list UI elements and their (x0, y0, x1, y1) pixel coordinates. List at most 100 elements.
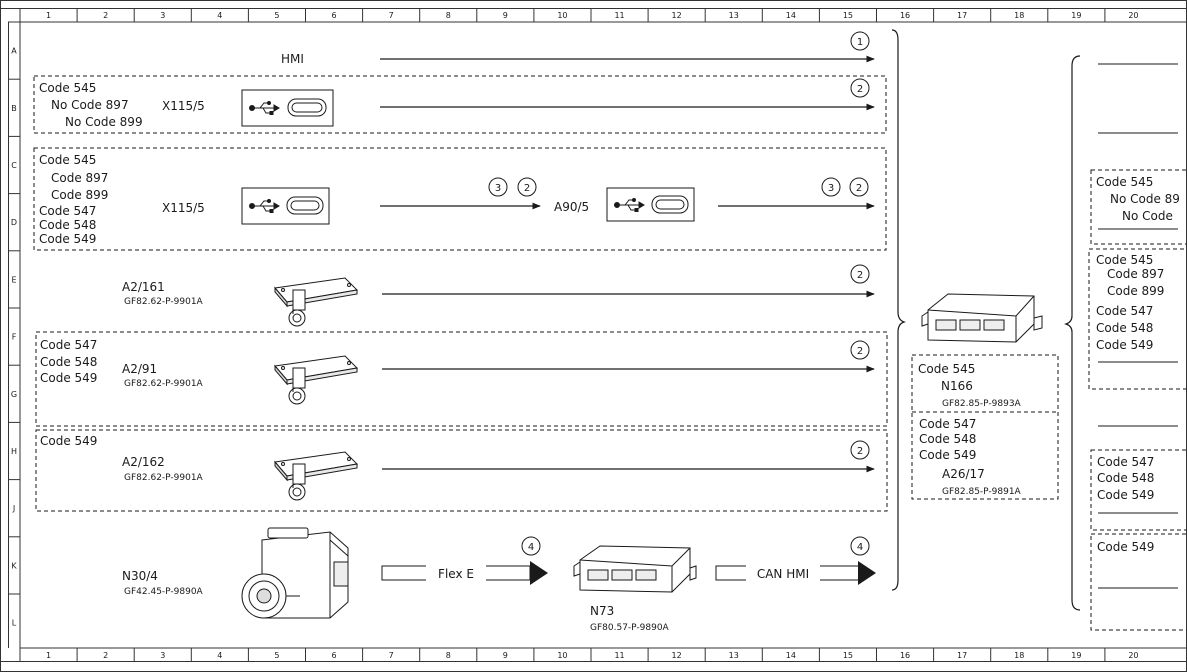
column-number: 12 (672, 651, 682, 660)
svg-text:2: 2 (857, 446, 863, 457)
column-number: 12 (672, 11, 682, 20)
code-b-1: No Code 897 (51, 98, 129, 112)
far-code-2-1: Code 897 (1107, 267, 1164, 281)
column-number: 6 (332, 651, 337, 660)
far-box-1 (1090, 169, 1187, 245)
x115-label-b: X115/5 (162, 99, 205, 113)
column-number: 13 (729, 651, 739, 660)
svg-text:2: 2 (857, 84, 863, 95)
row-letter: G (11, 390, 17, 399)
column-number: 1 (46, 11, 51, 20)
row-letter: K (11, 561, 17, 570)
a26-label: A26/17 (942, 467, 985, 481)
far-box-3 (1090, 449, 1187, 531)
svg-text:2: 2 (856, 183, 862, 194)
row-letter: F (12, 333, 17, 342)
row-letter: C (11, 161, 17, 170)
svg-text:2: 2 (857, 270, 863, 281)
far-code-3-1: Code 548 (1097, 471, 1154, 485)
n30-ref: GF42.45-P-9890A (124, 587, 204, 597)
right-code-1: Code 547 (919, 417, 976, 431)
column-number: 3 (160, 651, 165, 660)
column-number: 10 (557, 651, 567, 660)
n30-label: N30/4 (122, 569, 158, 583)
code-cd-2: Code 899 (51, 188, 108, 202)
row-letter: A (11, 47, 17, 56)
right-code-box (911, 354, 1059, 500)
circle-number-b: 2 (850, 78, 870, 98)
row-letter: L (12, 619, 17, 628)
row-letter: D (11, 218, 17, 227)
column-number: 11 (614, 651, 624, 660)
circle-number-e: 2 (850, 264, 870, 284)
far-code-1-2: No Code (1122, 209, 1173, 223)
column-number: 18 (1014, 651, 1024, 660)
column-number: 1 (46, 651, 51, 660)
far-box-4 (1090, 533, 1187, 631)
column-number: 16 (900, 651, 910, 660)
circle-number-fg: 2 (850, 340, 870, 360)
circle-number-hmi: 1 (850, 31, 870, 51)
column-number: 3 (160, 11, 165, 20)
code-b-0: Code 545 (39, 81, 96, 95)
code-cd-3: Code 547 (39, 204, 96, 218)
group-cd-box (33, 147, 887, 251)
svg-text:1: 1 (857, 37, 863, 48)
far-brace (1064, 55, 1081, 611)
usb-connector-icon (241, 89, 334, 127)
antenna-module-icon (274, 451, 359, 501)
column-number: 20 (1128, 11, 1138, 20)
head-unit-icon (921, 293, 1043, 343)
column-number: 17 (957, 11, 967, 20)
antenna-module-icon (274, 355, 359, 405)
column-number: 14 (786, 11, 796, 20)
svg-text:3: 3 (828, 183, 834, 194)
column-number: 17 (957, 651, 967, 660)
column-number: 19 (1071, 11, 1081, 20)
column-number: 16 (900, 11, 910, 20)
column-number: 2 (103, 11, 108, 20)
antenna-module-icon (274, 277, 359, 327)
code-hj-0: Code 549 (40, 434, 97, 448)
inner-frame (19, 21, 1187, 649)
n73-control-unit-icon (573, 545, 697, 593)
can-hmi-label: CAN HMI (757, 567, 809, 581)
column-number: 5 (274, 651, 279, 660)
right-code-0: Code 545 (918, 362, 975, 376)
code-cd-1: Code 897 (51, 171, 108, 185)
column-number: 4 (217, 651, 222, 660)
column-number: 2 (103, 651, 108, 660)
code-fg-2: Code 549 (40, 371, 97, 385)
a90-label: A90/5 (554, 200, 589, 214)
circle-number-cd-mid-b: 2 (517, 177, 537, 197)
n166-label: N166 (941, 379, 973, 393)
column-number: 7 (389, 651, 394, 660)
group-brace (891, 29, 906, 591)
a2-91-ref: GF82.62-P-9901A (124, 379, 204, 389)
row-letter: E (11, 275, 16, 284)
svg-text:2: 2 (857, 346, 863, 357)
code-b-2: No Code 899 (65, 115, 143, 129)
row-letter: H (11, 447, 17, 456)
column-number: 5 (274, 11, 279, 20)
circle-number-flex: 4 (521, 536, 541, 556)
svg-text:2: 2 (524, 183, 530, 194)
column-number: 8 (446, 11, 451, 20)
svg-text:4: 4 (857, 542, 863, 553)
group-fg-box (35, 331, 888, 427)
column-number: 14 (786, 651, 796, 660)
column-number: 18 (1014, 11, 1024, 20)
usb-connector-icon (241, 187, 330, 225)
a2-91-label: A2/91 (122, 362, 157, 376)
x115-label-cd: X115/5 (162, 201, 205, 215)
far-code-3-2: Code 549 (1097, 488, 1154, 502)
hmi-label: HMI (281, 52, 304, 66)
code-fg-1: Code 548 (40, 355, 97, 369)
far-code-1-0: Code 545 (1096, 175, 1153, 189)
n73-label: N73 (590, 604, 614, 618)
a2-161-ref: GF82.62-P-9901A (124, 297, 204, 307)
circle-number-hj: 2 (850, 440, 870, 460)
